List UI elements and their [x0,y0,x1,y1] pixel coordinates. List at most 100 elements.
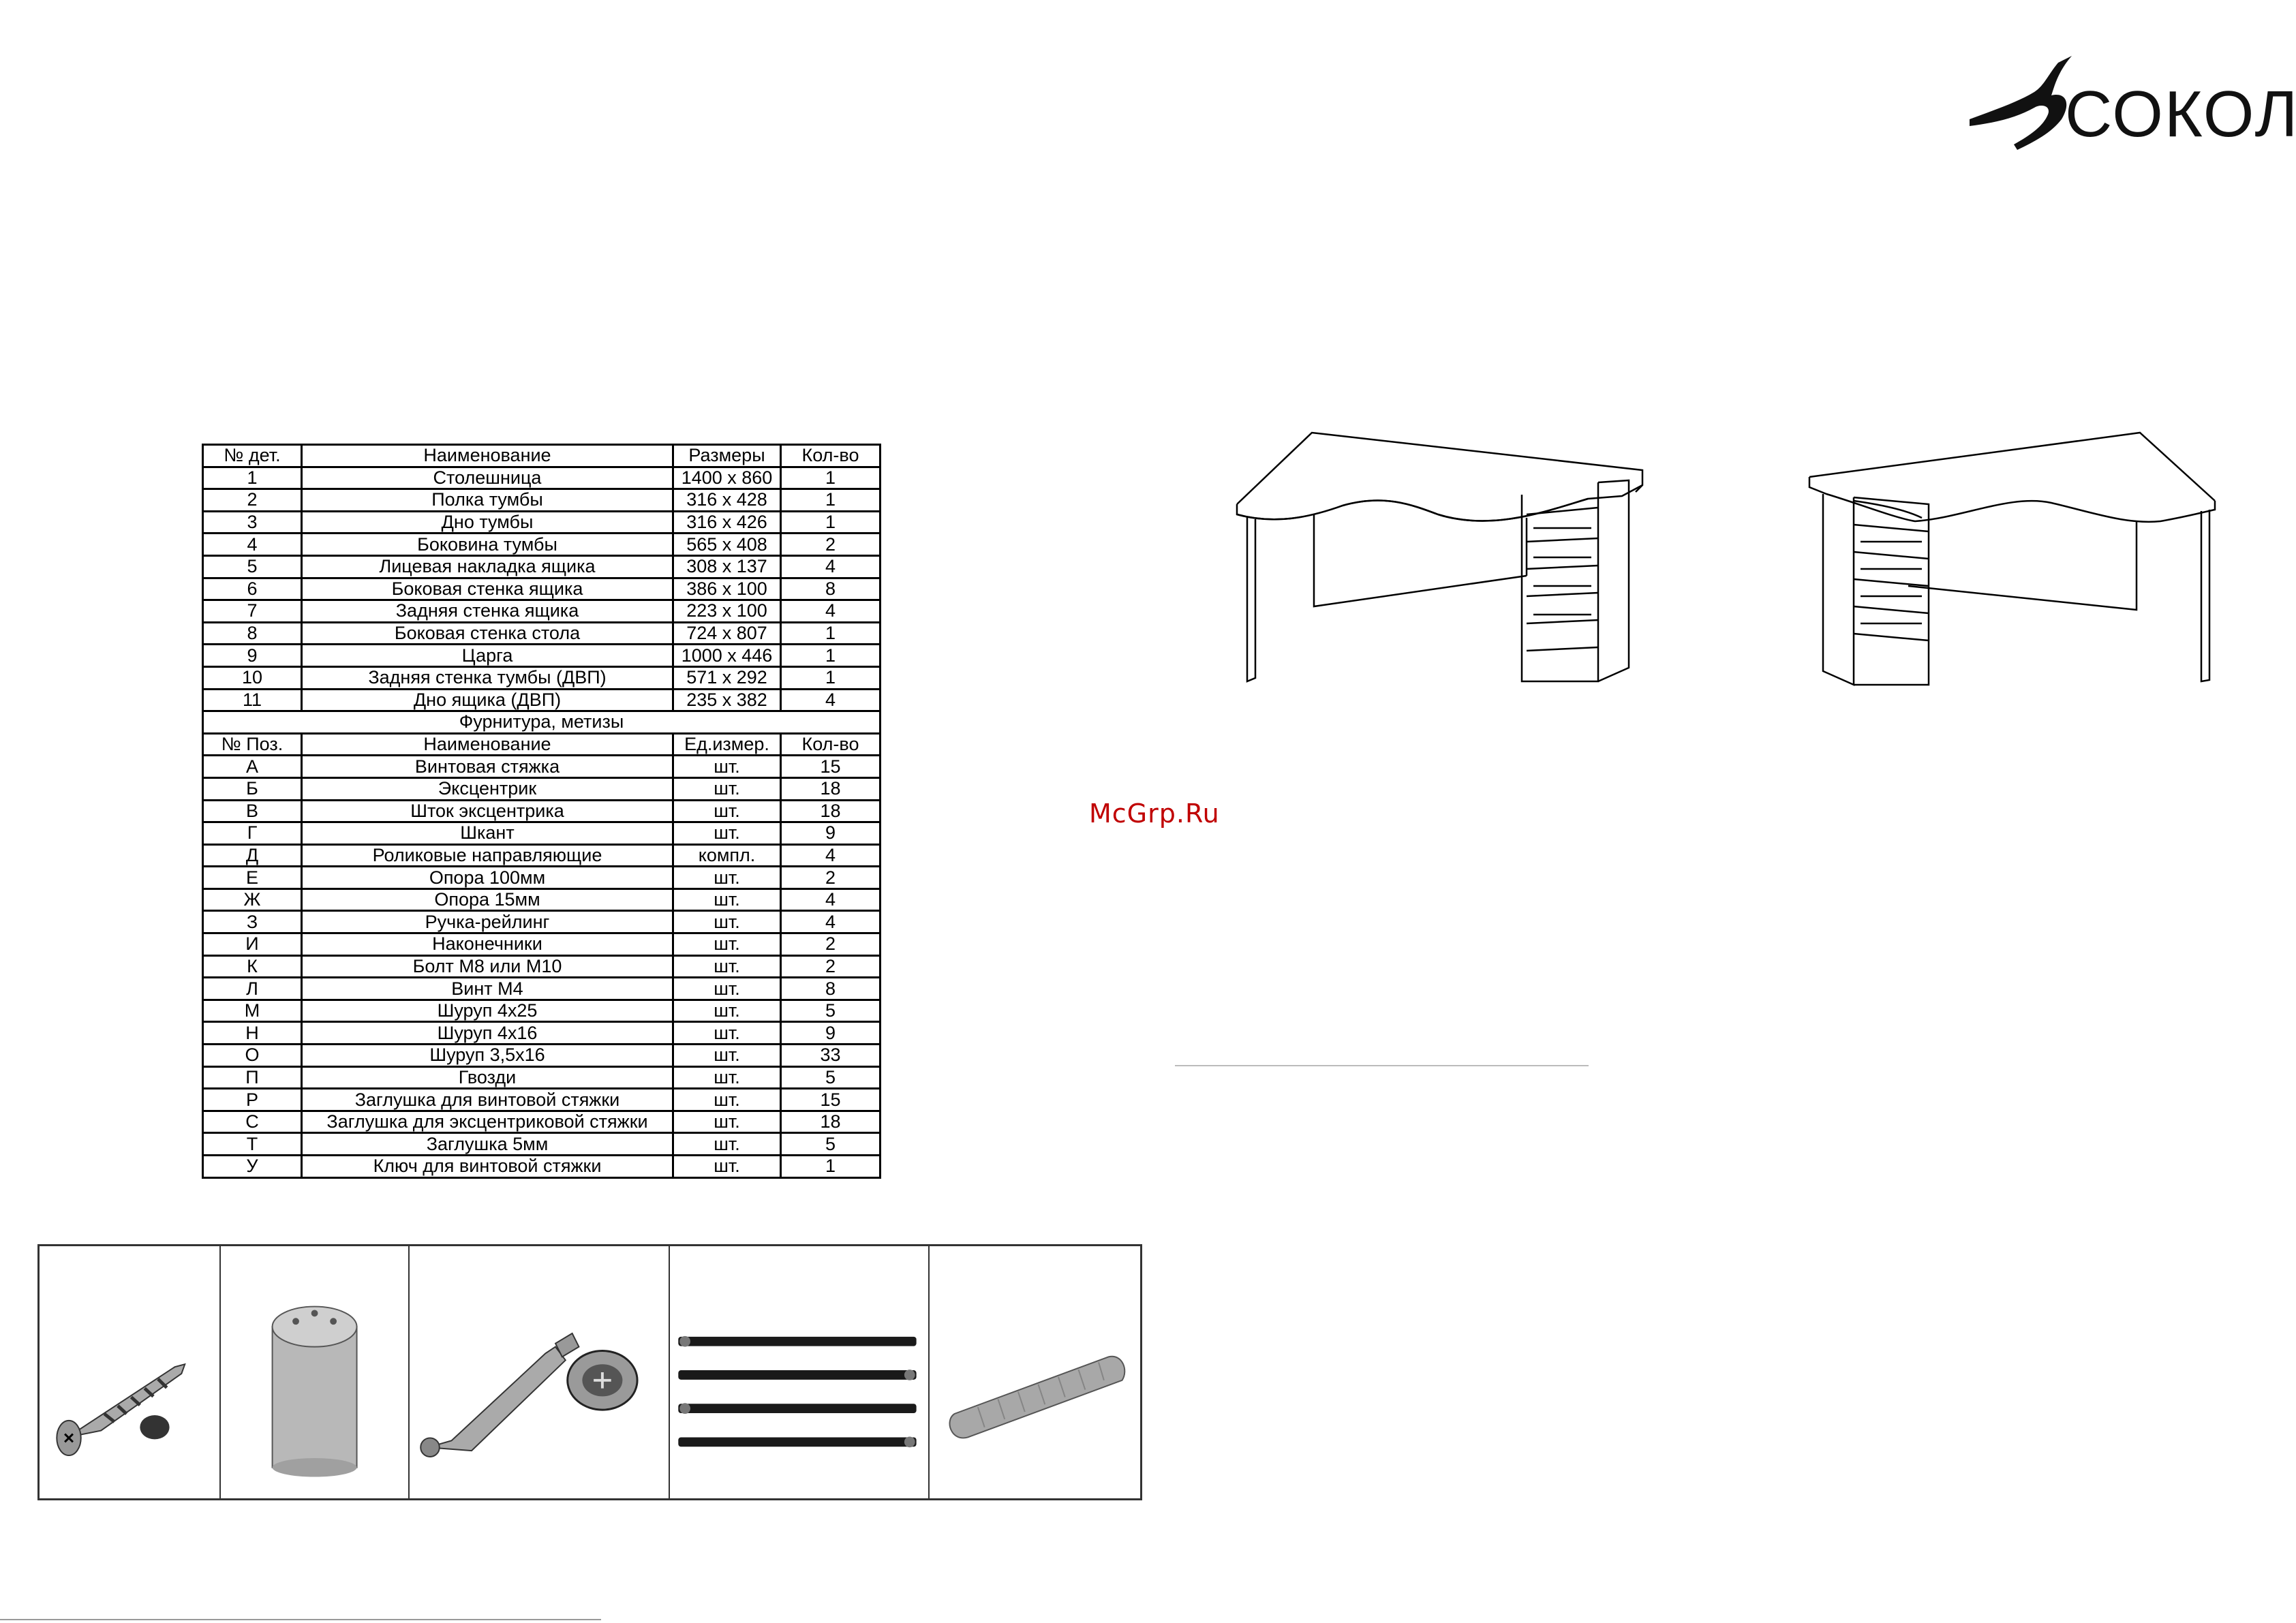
cell-name: Шуруп 4x16 [301,1021,674,1046]
cell-number: Е [202,865,303,890]
cell-name: Лицевая накладка ящика [301,554,674,579]
cell-size: 308 x 137 [672,554,782,579]
cell-size: 724 x 807 [672,621,782,646]
cell-name: Наименование [301,444,674,468]
cell-number: У [202,1154,303,1179]
cell-name: Шкант [301,821,674,846]
cell-qty: 9 [780,821,881,846]
support-leg-icon [271,1305,358,1477]
cell-qty: 18 [780,776,881,801]
cell-size: 316 x 426 [672,510,782,535]
cell-name: Полка тумбы [301,488,674,512]
cell-number: Т [202,1132,303,1156]
cell-size: шт. [672,910,782,935]
hardware-photo-strip [37,1244,1142,1500]
cell-qty: 4 [780,687,881,713]
cell-number: Р [202,1087,303,1112]
cell-size: шт. [672,998,782,1023]
cell-qty: 1 [780,643,881,668]
cell-number: Б [202,776,303,801]
cell-qty: Кол-во [780,732,881,757]
cell-name: Заглушка 5мм [301,1132,674,1156]
cell-qty: 1 [780,621,881,646]
cell-number: № Поз. [202,732,303,757]
cell-number: В [202,799,303,824]
cell-size: 235 x 382 [672,687,782,713]
cell-size: Ед.измер. [672,732,782,757]
cell-size: шт. [672,976,782,1001]
cell-name: Шток эксцентрика [301,799,674,824]
cell-size: компл. [672,843,782,868]
cell-number: И [202,932,303,957]
cell-qty: 9 [780,1021,881,1046]
cell-number: Н [202,1021,303,1046]
cell-name: Столешница [301,465,674,491]
cell-size: 316 x 428 [672,488,782,512]
roller-slides-photo [670,1246,930,1498]
cell-size: шт. [672,1021,782,1046]
cell-size: шт. [672,1065,782,1090]
cell-qty: 4 [780,910,881,935]
cell-name: Болт М8 или М10 [301,954,674,979]
cell-size: шт. [672,954,782,979]
cell-qty: 2 [780,865,881,890]
cell-size: шт. [672,1087,782,1112]
cell-qty: Кол-во [780,444,881,468]
wooden-dowel-photo [930,1246,1140,1498]
watermark-text: McGrp.Ru [1089,799,1220,829]
divider-line [1175,1065,1589,1066]
cell-number: 5 [202,554,303,579]
cell-qty: 8 [780,976,881,1001]
cell-name: Наименование [301,732,674,757]
cell-number: Ж [202,887,303,912]
cell-size: 565 x 408 [672,532,782,557]
cell-number: П [202,1065,303,1090]
cell-number: 4 [202,532,303,557]
cell-size: шт. [672,1132,782,1156]
wooden-dowel-icon [949,1355,1126,1439]
cell-qty: 5 [780,1132,881,1156]
eccentric-coupling-photo [410,1246,671,1498]
cell-name: Боковая стенка ящика [301,576,674,602]
cell-number: 1 [202,465,303,491]
cell-number: 6 [202,576,303,602]
cell-qty: 5 [780,1065,881,1090]
cell-name: Опора 15мм [301,887,674,912]
cell-name: Боковая стенка стола [301,621,674,646]
cell-name: Боковина тумбы [301,532,674,557]
cell-qty: 1 [780,665,881,690]
cell-name: Заглушка для винтовой стяжки [301,1087,674,1112]
cell-qty: 1 [780,1154,881,1179]
desk-left-drawing [1808,431,2216,686]
cell-size: шт. [672,776,782,801]
cell-name: Эксцентрик [301,776,674,801]
cell-number: 10 [202,665,303,690]
eccentric-coupling-icon [420,1332,639,1457]
cell-number: 11 [202,687,303,713]
cell-size: шт. [672,754,782,779]
cell-size: Размеры [672,444,782,468]
brand-name: СОКОЛ [2065,78,2296,151]
cell-qty: 18 [780,1109,881,1134]
cell-qty: 4 [780,599,881,623]
